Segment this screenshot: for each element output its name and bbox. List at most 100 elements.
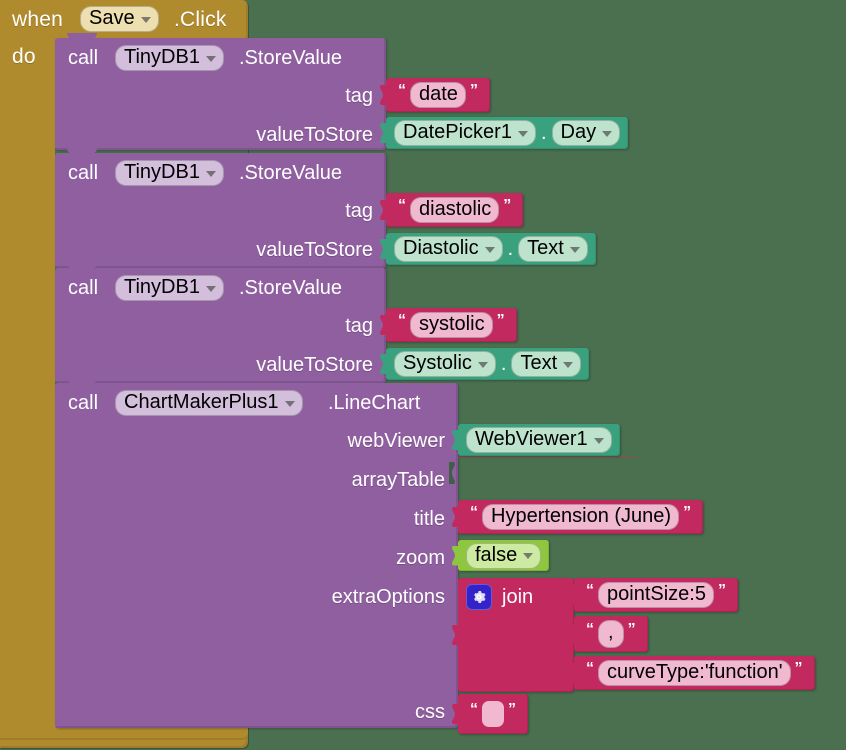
text-field-date-value: date	[419, 83, 458, 105]
statement-block-tinydb-storevalue-diastolic[interactable]: call TinyDB1 .StoreValue tag valueToStor…	[55, 148, 386, 268]
text-block-join-item-2[interactable]: “ , ”	[574, 616, 648, 652]
property-dot-separator: .	[500, 353, 507, 375]
component-dropdown-diastolic-label: Diastolic	[403, 237, 479, 259]
call-label-3: call	[68, 277, 99, 299]
text-block-systolic[interactable]: “ systolic ”	[386, 308, 517, 342]
chevron-down-icon	[593, 437, 604, 444]
chevron-down-icon	[563, 361, 574, 368]
quote-close-icon: ”	[794, 660, 803, 677]
text-block-join-item-3[interactable]: “ curveType:'function' ”	[574, 656, 815, 690]
property-dropdown-day[interactable]: Day	[551, 120, 621, 146]
component-dropdown-tinydb1-3[interactable]: TinyDB1	[115, 275, 224, 301]
quote-close-icon: ”	[717, 582, 726, 599]
component-dropdown-webviewer1[interactable]: WebViewer1	[466, 427, 612, 453]
method-label-3: .StoreValue	[239, 277, 343, 299]
component-dropdown-diastolic[interactable]: Diastolic	[394, 236, 503, 262]
mutator-gear-icon[interactable]	[466, 584, 492, 610]
text-field-join-item-2-value: ,	[608, 621, 614, 643]
param-label-tag-1: tag	[345, 85, 373, 107]
text-field-systolic[interactable]: systolic	[410, 312, 493, 338]
chevron-down-icon	[205, 285, 216, 292]
chevron-down-icon	[523, 553, 534, 559]
text-field-systolic-value: systolic	[419, 313, 485, 335]
quote-close-icon: ”	[503, 197, 512, 214]
call-label-1: call	[68, 47, 99, 69]
quote-open-icon: “	[398, 312, 406, 329]
property-dot-separator: .	[540, 122, 547, 144]
do-label: do	[12, 45, 36, 68]
property-getter-systolic-text[interactable]: Systolic . Text	[386, 348, 590, 380]
quote-close-icon: ”	[508, 701, 516, 718]
join-label: join	[502, 586, 534, 608]
socket-divider	[458, 457, 638, 459]
chevron-down-icon	[569, 246, 580, 253]
component-block-webviewer1[interactable]: WebViewer1	[458, 424, 620, 456]
component-dropdown-chartmakerplus1[interactable]: ChartMakerPlus1	[115, 390, 303, 416]
quote-open-icon: “	[586, 582, 594, 599]
component-dropdown-datepicker1-label: DatePicker1	[403, 121, 512, 143]
text-field-diastolic[interactable]: diastolic	[410, 197, 500, 223]
text-field-diastolic-value: diastolic	[419, 198, 492, 220]
method-label-1: .StoreValue	[239, 47, 343, 69]
param-label-css: css	[415, 701, 445, 723]
param-label-valuetostore-1: valueToStore	[256, 124, 373, 146]
property-dropdown-text-2-label: Text	[520, 352, 558, 374]
text-field-join-item-1-value: pointSize:5	[607, 583, 706, 605]
quote-open-icon: “	[470, 504, 478, 521]
param-label-valuetostore-3: valueToStore	[256, 354, 373, 376]
quote-open-icon: “	[470, 701, 478, 718]
when-label: when	[12, 8, 64, 31]
event-name-label: .Click	[174, 8, 227, 31]
component-dropdown-save[interactable]: Save	[80, 6, 159, 32]
chevron-down-icon	[140, 16, 151, 23]
text-field-date[interactable]: date	[410, 82, 466, 108]
param-label-tag-2: tag	[345, 200, 373, 222]
statement-block-chartmakerplus-linechart[interactable]: call ChartMakerPlus1 .LineChart webViewe…	[55, 378, 458, 728]
statement-block-tinydb-storevalue-systolic[interactable]: call TinyDB1 .StoreValue tag valueToStor…	[55, 263, 386, 383]
component-dropdown-chartmakerplus1-label: ChartMakerPlus1	[124, 391, 279, 413]
text-block-date[interactable]: “ date ”	[386, 78, 490, 112]
text-field-css[interactable]	[482, 701, 504, 727]
statement-block-tinydb-storevalue-date[interactable]: call TinyDB1 .StoreValue tag valueToStor…	[55, 33, 386, 150]
text-field-join-item-1[interactable]: pointSize:5	[598, 582, 714, 608]
text-field-join-item-3-value: curveType:'function'	[607, 661, 783, 683]
property-dropdown-text-2[interactable]: Text	[511, 351, 582, 377]
component-dropdown-systolic[interactable]: Systolic	[394, 351, 496, 377]
text-block-title[interactable]: “ Hypertension (June) ”	[458, 500, 704, 534]
logic-dropdown-false[interactable]: false	[466, 542, 542, 569]
method-label-4: .LineChart	[328, 392, 421, 414]
quote-open-icon: “	[398, 197, 406, 214]
join-block-extraoptions[interactable]: join	[458, 578, 574, 692]
text-field-join-item-3[interactable]: curveType:'function'	[598, 660, 791, 686]
component-dropdown-tinydb1-2[interactable]: TinyDB1	[115, 160, 224, 186]
param-label-valuetostore-2: valueToStore	[256, 239, 373, 261]
component-dropdown-tinydb1-1-label: TinyDB1	[124, 46, 200, 68]
property-dropdown-text-1[interactable]: Text	[518, 236, 588, 262]
text-field-join-item-2[interactable]: ,	[598, 620, 624, 648]
call-label-2: call	[68, 162, 99, 184]
component-dropdown-save-label: Save	[89, 7, 135, 29]
chevron-down-icon	[602, 130, 613, 137]
property-dropdown-text-1-label: Text	[527, 237, 564, 259]
logic-dropdown-false-label: false	[475, 543, 518, 566]
quote-open-icon: “	[398, 82, 406, 99]
text-block-diastolic[interactable]: “ diastolic ”	[386, 193, 524, 227]
text-field-title[interactable]: Hypertension (June)	[482, 504, 680, 530]
text-block-join-item-1[interactable]: “ pointSize:5 ”	[574, 578, 738, 612]
property-getter-datepicker1-day[interactable]: DatePicker1 . Day	[386, 117, 629, 149]
component-dropdown-datepicker1[interactable]: DatePicker1	[394, 120, 536, 146]
property-getter-diastolic-text[interactable]: Diastolic . Text	[386, 233, 596, 265]
param-label-title: title	[413, 508, 445, 530]
component-dropdown-webviewer1-label: WebViewer1	[475, 428, 588, 450]
quote-open-icon: “	[586, 621, 594, 638]
logic-block-false[interactable]: false	[458, 540, 550, 571]
param-label-tag-3: tag	[345, 315, 373, 337]
quote-close-icon: ”	[627, 621, 636, 638]
chevron-down-icon	[205, 55, 216, 62]
component-dropdown-tinydb1-3-label: TinyDB1	[124, 276, 200, 298]
text-block-css[interactable]: “ ”	[458, 694, 528, 734]
component-dropdown-tinydb1-1[interactable]: TinyDB1	[115, 45, 224, 71]
component-dropdown-systolic-label: Systolic	[403, 352, 472, 374]
chevron-down-icon	[205, 170, 216, 177]
